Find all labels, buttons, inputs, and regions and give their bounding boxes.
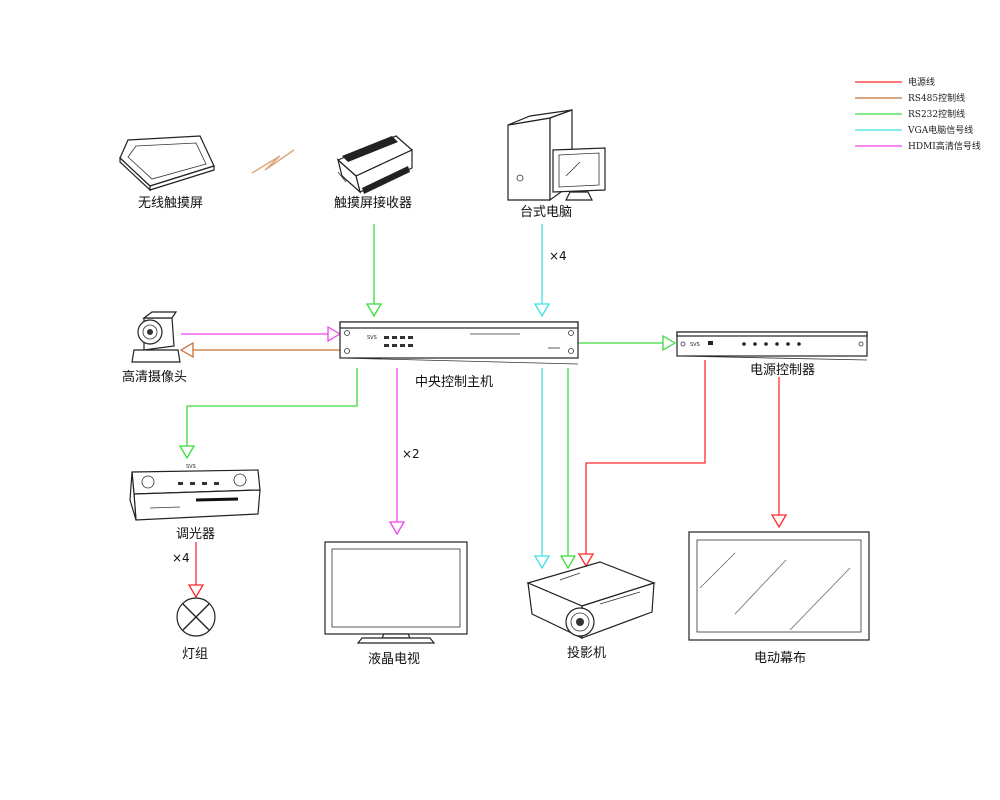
- label-camera: 高清摄像头: [122, 369, 187, 385]
- legend-label-vga: VGA电脑信号线: [907, 124, 973, 136]
- light-group-icon: [176, 597, 216, 637]
- wireless-signal-icon: [251, 149, 295, 174]
- lcd-tv: [324, 541, 468, 644]
- label-wireless-touch: 无线触摸屏: [138, 196, 203, 211]
- dimmer-brand: SVS: [186, 464, 196, 470]
- multiplier-lights: ×4: [172, 551, 190, 565]
- label-central-controller: 中央控制主机: [415, 375, 493, 390]
- wire-central-to-dimmer: [187, 368, 358, 458]
- central-controller: SVS: [339, 321, 579, 365]
- legend-label-rs485: RS485控制线: [908, 92, 965, 104]
- legend-label-rs232: RS232控制线: [908, 108, 965, 120]
- label-projector: 投影机: [567, 645, 606, 661]
- power-controller: SVS: [676, 331, 868, 361]
- multiplier-tv: ×2: [402, 447, 420, 461]
- wireless-touch-screen: [119, 135, 215, 192]
- label-lights: 灯组: [182, 647, 208, 662]
- wire-power-to-projector: [586, 360, 706, 566]
- dimmer: SVS: [129, 464, 261, 521]
- label-desktop-pc: 台式电脑: [520, 205, 572, 220]
- desktop-pc: [507, 109, 606, 202]
- connections: [181, 224, 779, 597]
- label-lcd-tv: 液晶电视: [368, 652, 420, 667]
- legend-label-hdmi: HDMI高清信号线: [908, 140, 981, 152]
- central-brand: SVS: [367, 335, 377, 341]
- projector: [526, 561, 656, 639]
- label-screen: 电动幕布: [754, 651, 806, 666]
- legend-label-power: 电源线: [908, 76, 935, 88]
- label-dimmer: 调光器: [176, 527, 215, 542]
- touch-receiver: [336, 135, 414, 194]
- multiplier-pc: ×4: [549, 249, 567, 263]
- power-brand: SVS: [690, 342, 700, 348]
- hd-camera: [131, 311, 181, 363]
- label-touch-receiver: 触摸屏接收器: [334, 195, 412, 211]
- label-power-controller: 电源控制器: [750, 363, 815, 378]
- motorized-screen: [688, 531, 870, 641]
- legend: 电源线 RS485控制线 RS232控制线 VGA电脑信号线 HDMI高清信号线: [855, 76, 981, 152]
